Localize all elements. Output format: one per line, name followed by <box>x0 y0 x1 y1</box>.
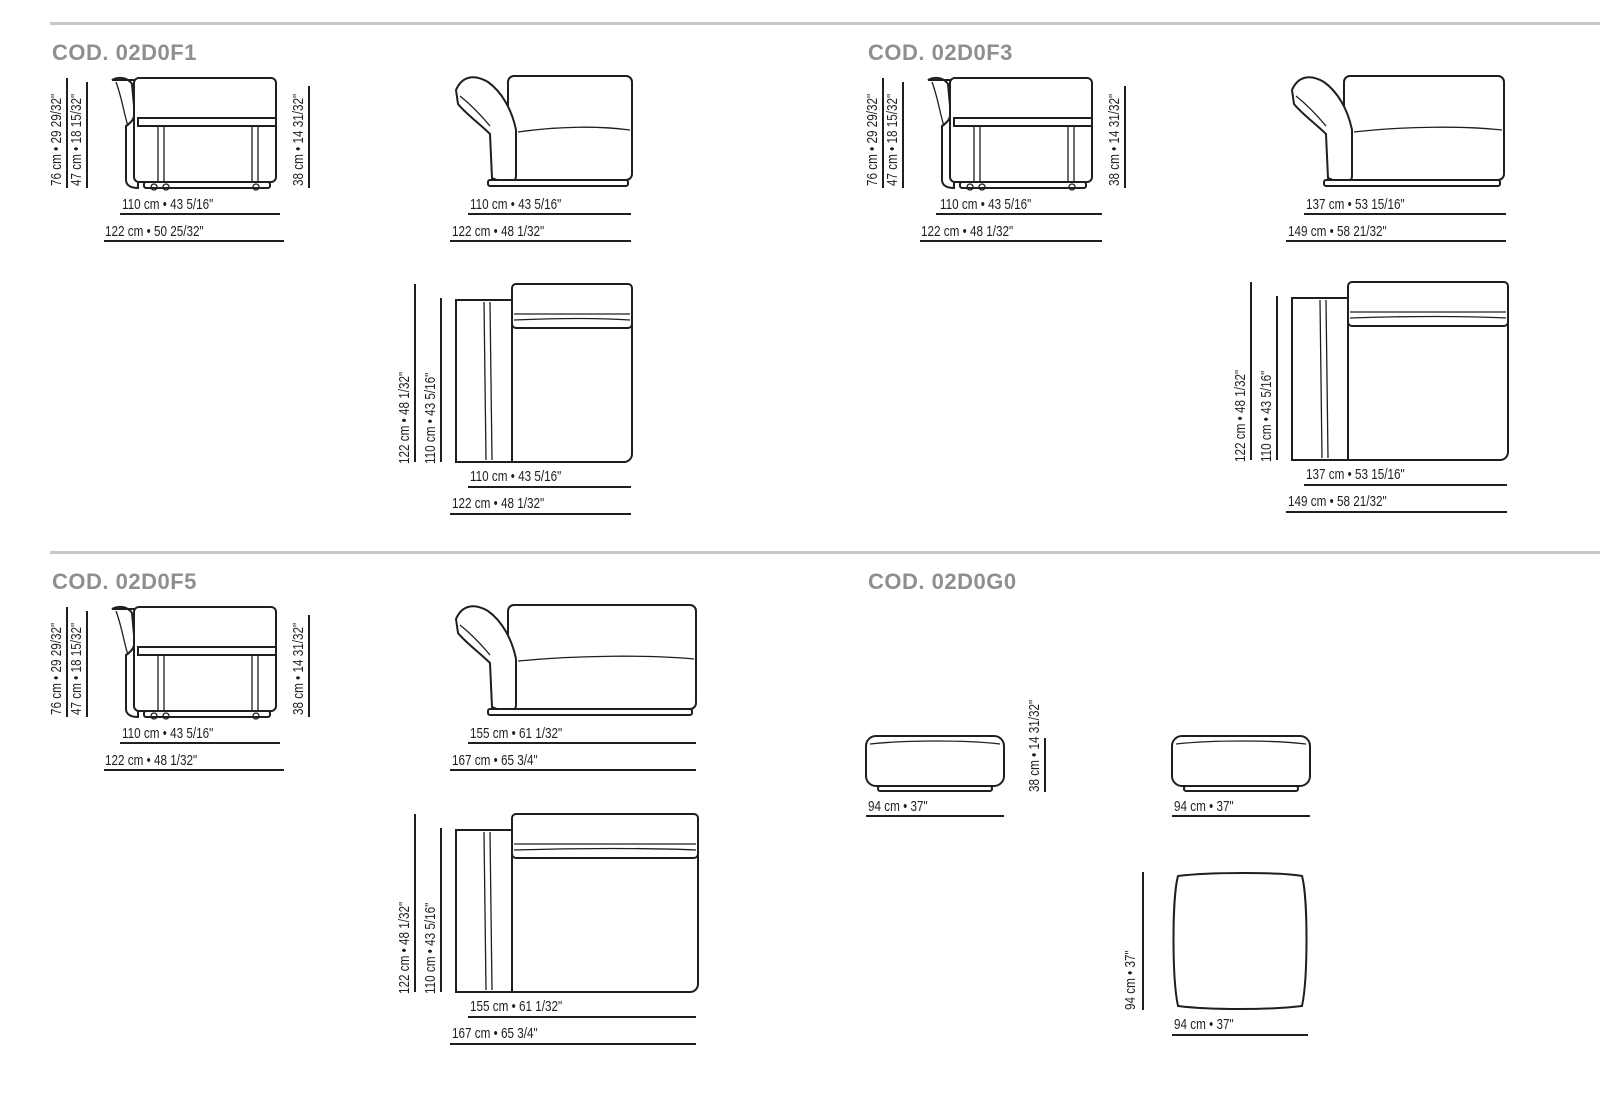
front-width-inner: 110 cm • 43 5/16" <box>470 196 562 213</box>
side-height-seat: 47 cm • 18 15/32" <box>68 93 85 186</box>
plan-width-outer: 149 cm • 58 21/32" <box>1288 493 1387 510</box>
pouf-plan-view <box>1130 868 1330 1048</box>
front-width-outer: 167 cm • 65 3/4" <box>452 752 538 769</box>
front-width-inner: 155 cm • 61 1/32" <box>470 725 563 742</box>
side-width-outer: 122 cm • 48 1/32" <box>921 223 1014 240</box>
pouf-side-view <box>865 720 1066 830</box>
plan-depth-outer: 122 cm • 48 1/32" <box>396 901 413 994</box>
plan-depth-inner: 110 cm • 43 5/16" <box>422 902 439 994</box>
plan-width-outer: 167 cm • 65 3/4" <box>452 1025 538 1042</box>
side-width-inner: 110 cm • 43 5/16" <box>122 725 214 742</box>
plan-width-inner: 110 cm • 43 5/16" <box>470 468 562 485</box>
plan-view-drawing <box>1291 281 1509 461</box>
pouf-height: 38 cm • 14 31/32" <box>1026 699 1043 792</box>
plan-width-inner: 137 cm • 53 15/16" <box>1306 466 1405 483</box>
plan-depth-outer: 122 cm • 48 1/32" <box>1232 369 1249 462</box>
plan-view-02D0F5 <box>400 810 710 1050</box>
seat-height: 38 cm • 14 31/32" <box>1106 93 1123 186</box>
front-view-drawing <box>454 604 697 716</box>
pouf-side-width: 94 cm • 37" <box>868 798 928 815</box>
section-code-4: COD. 02D0G0 <box>868 569 1017 594</box>
side-height-total: 76 cm • 29 29/32" <box>864 93 881 186</box>
front-width-outer: 149 cm • 58 21/32" <box>1288 223 1387 240</box>
section-code-3: COD. 02D0F5 <box>52 569 197 594</box>
front-width-outer: 122 cm • 48 1/32" <box>452 223 545 240</box>
plan-view-drawing <box>455 813 699 993</box>
seat-height: 38 cm • 14 31/32" <box>290 93 307 186</box>
side-view-drawing <box>111 605 277 720</box>
seat-height: 38 cm • 14 31/32" <box>290 622 307 715</box>
plan-depth-inner: 110 cm • 43 5/16" <box>422 372 439 464</box>
side-width-outer: 122 cm • 50 25/32" <box>105 223 204 240</box>
plan-width-inner: 155 cm • 61 1/32" <box>470 998 563 1015</box>
front-width-inner: 137 cm • 53 15/16" <box>1306 196 1405 213</box>
side-view-02D0F1 <box>50 70 320 250</box>
side-view-drawing <box>927 76 1093 191</box>
plan-depth-inner: 110 cm • 43 5/16" <box>1258 370 1275 462</box>
pouf-plan-depth: 94 cm • 37" <box>1122 950 1139 1010</box>
side-view-02D0F3 <box>866 70 1136 250</box>
side-view-02D0F5 <box>50 599 320 779</box>
section-code-2: COD. 02D0F3 <box>868 40 1013 65</box>
plan-view-drawing <box>455 283 633 463</box>
pouf-plan-drawing <box>1172 872 1308 1010</box>
side-height-seat: 47 cm • 18 15/32" <box>884 93 901 186</box>
side-width-inner: 110 cm • 43 5/16" <box>940 196 1032 213</box>
plan-depth-outer: 122 cm • 48 1/32" <box>396 371 413 464</box>
middle-rule <box>50 551 1600 554</box>
front-view-02D0F5 <box>440 599 710 779</box>
side-view-drawing <box>111 76 277 191</box>
pouf-front-drawing <box>1171 735 1311 792</box>
side-width-inner: 110 cm • 43 5/16" <box>122 196 214 213</box>
front-view-drawing <box>454 75 633 187</box>
side-width-outer: 122 cm • 48 1/32" <box>105 752 198 769</box>
section-code-1: COD. 02D0F1 <box>52 40 197 65</box>
plan-view-02D0F1 <box>400 280 650 520</box>
front-view-drawing <box>1290 75 1505 187</box>
side-height-total: 76 cm • 29 29/32" <box>48 93 65 186</box>
front-view-02D0F1 <box>440 70 650 250</box>
front-view-02D0F3 <box>1276 70 1526 250</box>
pouf-front-width: 94 cm • 37" <box>1174 798 1234 815</box>
pouf-front-view <box>1171 720 1322 830</box>
plan-width-outer: 122 cm • 48 1/32" <box>452 495 545 512</box>
side-height-seat: 47 cm • 18 15/32" <box>68 622 85 715</box>
pouf-plan-width: 94 cm • 37" <box>1174 1016 1234 1033</box>
plan-view-02D0F3 <box>1236 278 1526 518</box>
side-height-total: 76 cm • 29 29/32" <box>48 622 65 715</box>
top-rule <box>50 22 1600 25</box>
pouf-side-drawing <box>865 735 1005 792</box>
